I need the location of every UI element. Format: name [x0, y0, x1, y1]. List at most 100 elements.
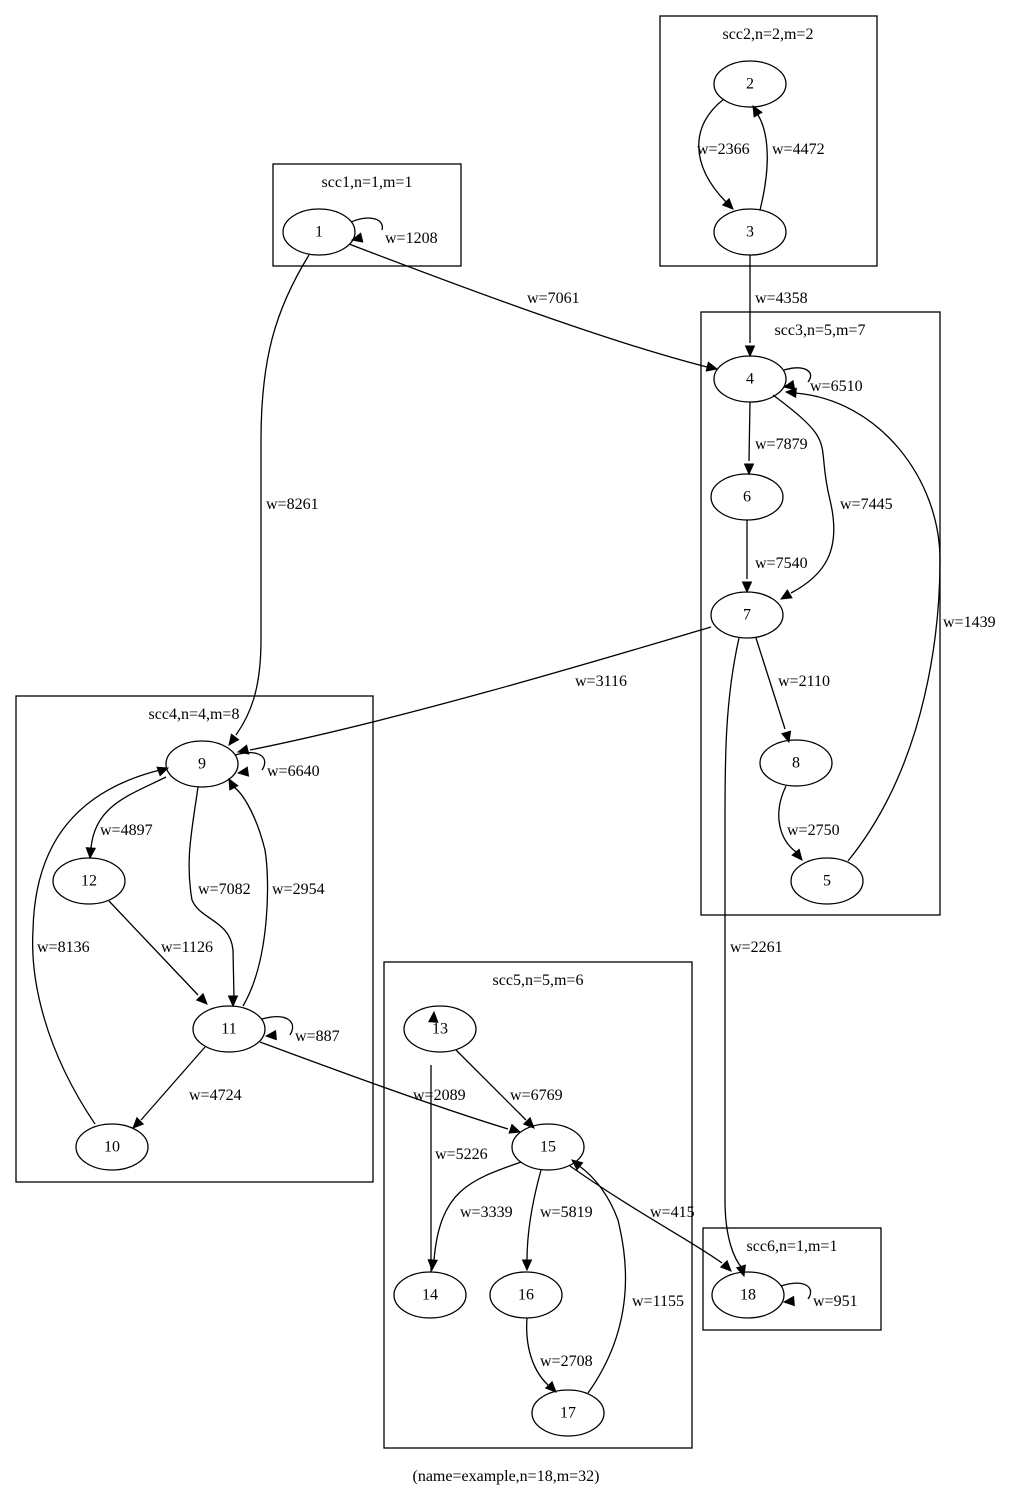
- cluster-scc6: scc6,n=1,m=1: [702, 1227, 882, 1331]
- node-8: 8: [759, 739, 833, 787]
- edge-4-to-7: w=7445: [772, 394, 893, 600]
- node-label: 5: [823, 873, 831, 890]
- edge-line: [259, 1041, 509, 1130]
- node-ellipse: [52, 857, 126, 905]
- node-label: 14: [422, 1287, 438, 1304]
- edge-weight-label: w=2089: [413, 1087, 466, 1104]
- cluster-box: [659, 15, 878, 267]
- edge-line: [235, 254, 310, 736]
- edge-9-to-9: w=6640: [234, 752, 320, 780]
- arrow-head: [752, 104, 763, 118]
- edge-15-to-16: w=5819: [521, 1169, 593, 1272]
- node-11: 11: [192, 1005, 266, 1053]
- node-label: 4: [746, 371, 754, 388]
- arrow-head: [784, 387, 797, 399]
- edge-weight-label: w=8261: [266, 496, 319, 513]
- node-4: 4: [713, 355, 787, 403]
- edge-5-to-4: w=1439: [784, 387, 996, 862]
- arrow-head: [791, 848, 803, 861]
- edge-weight-label: w=887: [295, 1028, 340, 1045]
- edge-15-to-14: w=3339: [427, 1161, 522, 1272]
- edge-1-to-1: w=1208: [350, 217, 438, 247]
- node-10: 10: [75, 1123, 149, 1171]
- node-label: 15: [540, 1139, 556, 1156]
- edge-line: [140, 1046, 206, 1121]
- node-ellipse: [713, 208, 787, 256]
- node-ellipse: [192, 1005, 266, 1053]
- node-ellipse: [713, 60, 787, 108]
- edge-1-to-9: w=8261: [228, 254, 319, 746]
- node-ellipse: [790, 857, 864, 905]
- cluster-label: scc2,n=2,m=2: [723, 26, 814, 43]
- edge-4-to-6: w=7879: [743, 401, 808, 476]
- edge-line: [783, 367, 812, 383]
- edge-weight-label: w=5226: [435, 1146, 488, 1163]
- edge-weight-label: w=6510: [810, 378, 863, 395]
- edge-line: [794, 392, 941, 862]
- arrow-head: [156, 766, 170, 777]
- edge-line: [526, 1169, 542, 1261]
- node-label: 16: [518, 1287, 534, 1304]
- node-ellipse: [759, 739, 833, 787]
- node-14: 14: [393, 1271, 467, 1319]
- edge-11-to-9: w=2954: [228, 777, 325, 1007]
- edge-line: [31, 769, 161, 1125]
- edge-line: [90, 776, 167, 849]
- edge-line: [569, 1165, 723, 1264]
- cluster-label: scc6,n=1,m=1: [747, 1238, 838, 1255]
- node-label: 3: [746, 224, 754, 241]
- node-ellipse: [489, 1271, 563, 1319]
- clusters-layer: scc1,n=1,m=1scc2,n=2,m=2scc3,n=5,m=7scc4…: [15, 15, 941, 1449]
- edge-line: [772, 394, 835, 594]
- edge-weight-label: w=2261: [730, 939, 783, 956]
- edge-11-to-15: w=2089: [259, 1041, 522, 1134]
- edge-line: [433, 1161, 522, 1261]
- edge-1-to-4: w=7061: [348, 243, 719, 372]
- edge-3-to-2: w=4472: [752, 104, 825, 211]
- cluster-label: scc5,n=5,m=6: [493, 972, 584, 989]
- cluster-box: [702, 1227, 882, 1331]
- node-label: 18: [740, 1287, 756, 1304]
- edge-weight-label: w=4724: [189, 1087, 242, 1104]
- node-ellipse: [393, 1271, 467, 1319]
- edge-weight-label: w=3116: [575, 673, 627, 690]
- edge-line: [698, 98, 727, 203]
- edge-weight-label: w=7540: [755, 555, 808, 572]
- edge-6-to-7: w=7540: [741, 520, 808, 594]
- node-ellipse: [511, 1123, 585, 1171]
- node-13: 13: [403, 1005, 477, 1053]
- cluster-box: [272, 163, 462, 267]
- node-ellipse: [403, 1005, 477, 1053]
- edge-weight-label: w=4358: [755, 290, 808, 307]
- node-label: 9: [198, 756, 206, 773]
- edge-4-to-4: w=6510: [782, 367, 863, 395]
- arrow-head: [228, 777, 239, 791]
- edge-weight-label: w=7082: [198, 881, 251, 898]
- cluster-label: scc3,n=5,m=7: [775, 322, 866, 339]
- edge-weight-label: w=2750: [787, 822, 840, 839]
- edge-weight-label: w=2110: [778, 673, 830, 690]
- node-label: 10: [104, 1139, 120, 1156]
- node-5: 5: [790, 857, 864, 905]
- arrow-head: [782, 379, 796, 391]
- edge-line: [231, 785, 269, 1007]
- edge-line: [188, 786, 235, 999]
- node-9: 9: [165, 740, 239, 788]
- edge-weight-label: w=4472: [772, 141, 825, 158]
- edge-line: [724, 637, 743, 1269]
- edge-weight-label: w=2954: [272, 881, 325, 898]
- edge-10-to-9: w=8136: [31, 766, 170, 1125]
- cluster-scc4: scc4,n=4,m=8: [15, 695, 374, 1183]
- cluster-scc3: scc3,n=5,m=7: [700, 311, 941, 916]
- edge-weight-label: w=7061: [527, 290, 580, 307]
- edge-11-to-10: w=4724: [132, 1046, 242, 1129]
- node-ellipse: [282, 208, 356, 256]
- node-6: 6: [710, 473, 784, 521]
- node-label: 6: [743, 489, 751, 506]
- cluster-box: [383, 961, 693, 1449]
- edge-weight-label: w=1126: [161, 939, 213, 956]
- edge-15-to-18: w=415: [569, 1165, 732, 1272]
